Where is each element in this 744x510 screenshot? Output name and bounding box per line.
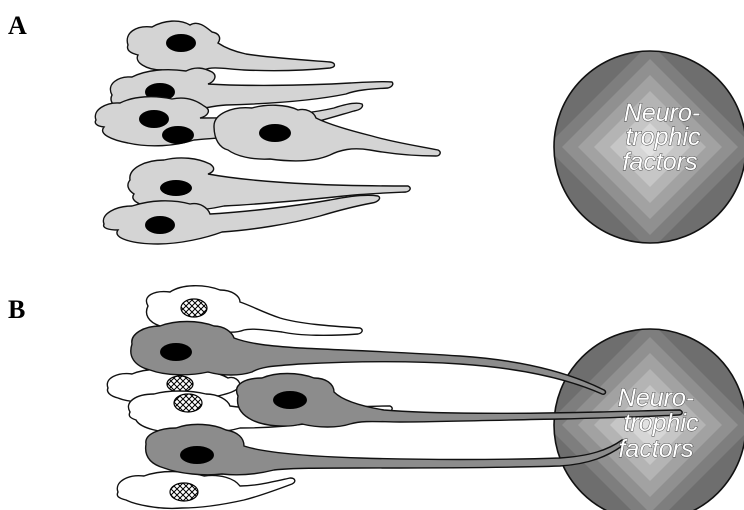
target-label-line-1: Neuro-: [618, 384, 694, 412]
target-label-line-3: factors: [618, 435, 693, 463]
panel-a: A: [8, 11, 744, 251]
nucleus: [139, 110, 169, 128]
degenerating-neuron: [117, 472, 295, 509]
nucleus: [160, 180, 192, 196]
nucleus: [180, 446, 214, 464]
degenerated-nucleus: [170, 483, 198, 501]
neurotrophic-target-label: Neuro- trophic factors: [618, 384, 699, 463]
neurotrophic-target: Neuro- trophic factors: [546, 43, 744, 251]
nucleus: [160, 343, 192, 361]
nucleus: [166, 34, 196, 52]
nucleus: [259, 124, 291, 142]
target-label-line-2: trophic: [625, 123, 701, 151]
panel-b-label: B: [8, 295, 25, 324]
degenerated-nucleus: [167, 376, 193, 392]
neuron: [127, 21, 334, 73]
panel-b: B: [8, 286, 744, 510]
degenerated-nucleus: [181, 299, 207, 317]
target-label-line-2: trophic: [623, 409, 699, 437]
target-label-line-3: factors: [622, 148, 697, 176]
nucleus: [145, 216, 175, 234]
surviving-neuron: [146, 424, 625, 474]
degenerated-nucleus: [174, 394, 202, 412]
nucleus: [273, 391, 307, 409]
nucleus: [162, 126, 194, 144]
panel-a-label: A: [8, 11, 27, 40]
